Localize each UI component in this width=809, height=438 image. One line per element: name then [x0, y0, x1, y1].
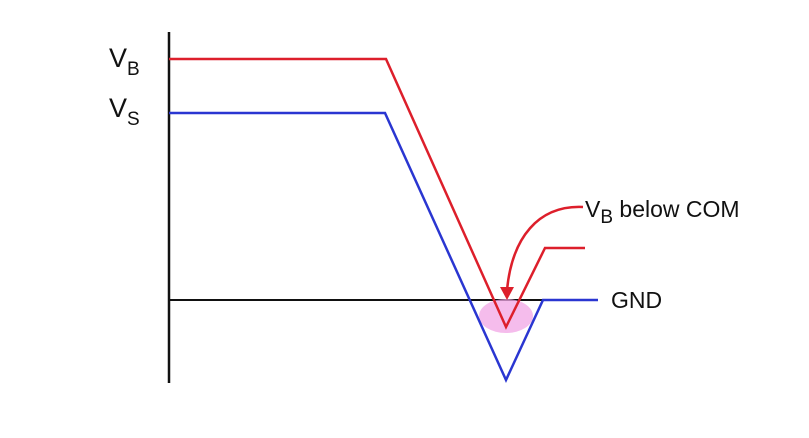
vs-label-sub: S	[127, 109, 140, 130]
vb-trace	[169, 57, 585, 330]
undershoot-highlight	[479, 299, 533, 333]
annotation-arrowhead	[500, 287, 514, 300]
vb-label: VB	[109, 43, 140, 80]
vb-below-com-label: VB below COM	[585, 196, 740, 228]
vs-label: VS	[109, 93, 140, 130]
annotation-main: V	[585, 196, 601, 222]
vb-label-sub: B	[127, 59, 140, 80]
annotation-rest: below COM	[613, 196, 740, 222]
annotation-arrow	[505, 205, 584, 291]
vs-label-main: V	[109, 93, 127, 123]
vb-label-main: V	[109, 43, 127, 73]
gnd-label: GND	[611, 287, 662, 313]
vs-trace	[169, 111, 598, 384]
annotation-sub: B	[600, 207, 613, 228]
